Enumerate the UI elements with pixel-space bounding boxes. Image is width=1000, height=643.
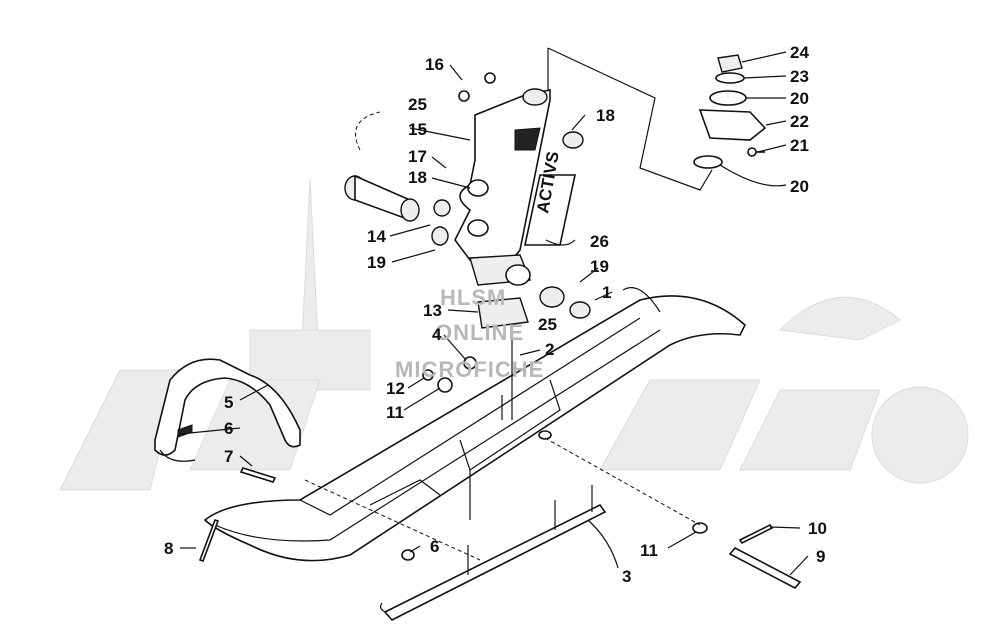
callout-1: 1 xyxy=(602,283,611,302)
callout-19-right: 19 xyxy=(590,257,609,276)
callout-20-lower: 20 xyxy=(790,177,809,196)
callout-21: 21 xyxy=(790,136,809,155)
ski xyxy=(203,295,746,562)
callout-19: 19 xyxy=(367,253,386,272)
bolts xyxy=(177,424,802,590)
callout-9: 9 xyxy=(816,547,825,566)
steering-arm-assembly xyxy=(693,54,767,169)
watermark-line1: HLSM xyxy=(440,285,506,310)
callout-4: 4 xyxy=(432,325,442,344)
callout-25: 25 xyxy=(408,95,427,114)
ski-loop-handle xyxy=(154,358,301,462)
callout-14: 14 xyxy=(367,227,386,246)
callout-5: 5 xyxy=(224,393,233,412)
callout-3: 3 xyxy=(622,567,631,586)
callout-10: 10 xyxy=(808,519,827,538)
wear-bar xyxy=(379,485,607,621)
callout-25-right: 25 xyxy=(538,315,557,334)
damper-block xyxy=(469,254,531,329)
decal: ACTIVS xyxy=(524,150,576,246)
callout-17: 17 xyxy=(408,147,427,166)
callout-11: 11 xyxy=(386,403,404,422)
bushings xyxy=(344,72,591,393)
callout-8: 8 xyxy=(164,539,173,558)
callout-11-lower: 11 xyxy=(640,541,658,560)
callout-18-right: 18 xyxy=(596,106,615,125)
spindle xyxy=(454,88,551,264)
watermark-line2: ONLINE xyxy=(435,320,524,345)
callout-18: 18 xyxy=(408,168,427,187)
callout-6-lower: 6 xyxy=(430,537,439,556)
callout-24: 24 xyxy=(790,43,809,62)
callout-13: 13 xyxy=(423,301,442,320)
background-logo-watermark xyxy=(59,179,969,491)
callout-6: 6 xyxy=(224,419,233,438)
leader-lines xyxy=(179,51,809,576)
callout-20: 20 xyxy=(790,89,809,108)
callout-labels: 16 25 15 17 18 18 14 19 26 19 1 13 25 4 … xyxy=(164,43,827,586)
callout-26: 26 xyxy=(590,232,609,251)
callout-15: 15 xyxy=(408,120,427,139)
watermark-line3: MICROFICHE xyxy=(395,357,544,382)
callout-7: 7 xyxy=(224,447,233,466)
assembly-lines xyxy=(304,47,713,561)
callout-2: 2 xyxy=(545,340,554,359)
callout-22: 22 xyxy=(790,112,809,131)
callout-16: 16 xyxy=(425,55,444,74)
hlsm-watermark: HLSM ONLINE MICROFICHE xyxy=(395,285,544,382)
callout-12: 12 xyxy=(386,379,405,398)
callout-23: 23 xyxy=(790,67,809,86)
